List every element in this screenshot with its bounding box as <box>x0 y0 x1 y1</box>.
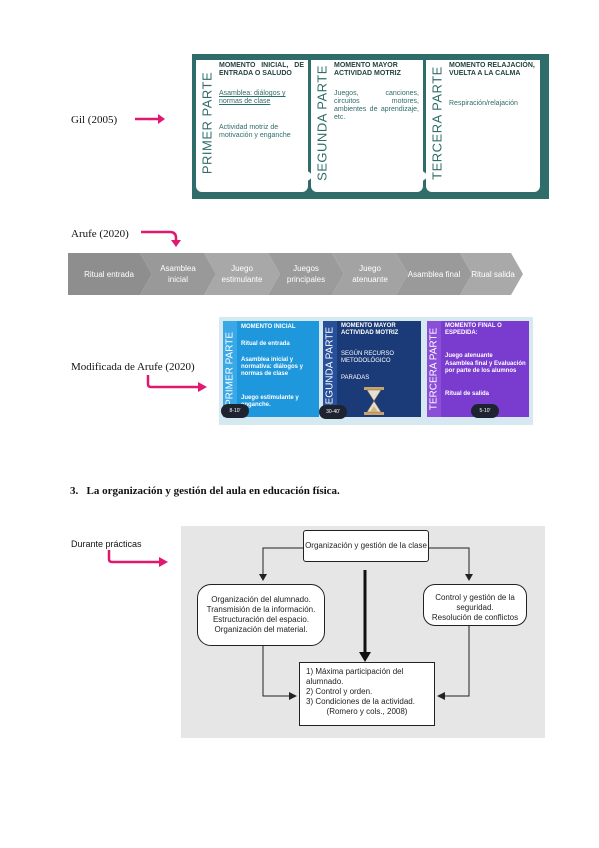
gil-part-1-line-1: Asamblea: diálogos y normas de clase <box>219 90 286 105</box>
chevron-shape-2 <box>140 253 216 295</box>
chevron-label-6: Asamblea final <box>407 269 461 279</box>
gil-part-1-line-2: Actividad motriz de motivación y enganch… <box>219 124 291 139</box>
flow-top-label: Organización y gestión de la clase <box>305 541 427 550</box>
label-durante: Durante prácticas <box>71 539 142 549</box>
chevron-right-icon <box>304 168 314 184</box>
flow-left-line-3: Estructuración del espacio. <box>212 615 310 624</box>
mod-part-3-line-2: Asamblea final y Evaluación por parte de… <box>445 361 526 374</box>
mod-part-2: SEGUNDA PARTE MOMENTO MAYOR ACTIVIDAD MO… <box>323 321 421 417</box>
mod-part-1-heading: MOMENTO INICIAL <box>241 324 296 330</box>
pink-curved-arrow-icon <box>141 230 181 247</box>
chevron-shape-1 <box>68 253 152 295</box>
flow-citation: (Romero y cols., 2008) <box>326 707 408 716</box>
flow-bottom-line-3: 3) Condiciones de la actividad. <box>306 697 415 706</box>
mod-part-3: TERCERA PARTE MOMENTO FINAL O ESPEDIDA: … <box>427 321 529 417</box>
pink-curved-arrow-icon <box>107 550 168 567</box>
gil-part-3-line-1: Respiración/relajación <box>449 100 518 107</box>
flow-left-line-4: Organización del material. <box>214 625 308 634</box>
mod-part-2-line-2: PARADAS <box>341 375 370 381</box>
flow-bottom-line-1: 1) Máxima participación del alumnado. <box>306 667 404 686</box>
hourglass-icon <box>364 387 384 415</box>
flow-right-line-2: Resolución de conflictos <box>431 613 519 622</box>
gil-part-1-vertical: PRIMER PARTE <box>199 71 215 175</box>
mod-time-badge-3: 5-10' <box>471 404 499 418</box>
flow-right-line-1: Control y gestión de la seguridad. <box>435 593 515 612</box>
mod-part-1-line-2: Asamblea inicial y normativa: diálogos y… <box>241 357 304 377</box>
mod-part-2-heading: MOMENTO MAYOR ACTIVIDAD MOTRIZ <box>341 323 399 336</box>
flow-bottom-box: 1) Máxima participación del alumnado. 2)… <box>299 662 435 726</box>
label-gil: Gil (2005) <box>71 114 118 126</box>
mod-part-2-vertical: SEGUNDA PARTE <box>323 321 337 417</box>
pink-curved-arrow-icon <box>146 375 207 392</box>
mod-part-1: PRIMER PARTE MOMENTO INICIAL Ritual de e… <box>223 321 319 417</box>
chevron-shape-6 <box>396 253 472 295</box>
gil-part-2: SEGUNDA PARTE MOMENTO MAYOR ACTIVIDAD MO… <box>311 60 423 192</box>
gil-part-2-vertical: SEGUNDA PARTE <box>314 65 330 181</box>
label-modificada: Modificada de Arufe (2020) <box>71 361 195 373</box>
chevron-shape-4 <box>268 253 344 295</box>
label-arufe: Arufe (2020) <box>71 228 129 240</box>
arufe-chevron-shapes <box>68 253 523 295</box>
arufe-chevrons: Ritual entrada Asamblea inicial Juego es… <box>68 253 523 295</box>
chevron-label-4: Juegos principales <box>286 264 326 284</box>
mod-part-1-line-1: Ritual de entrada <box>241 341 290 347</box>
flow-left-line-1: Organización del alumnado. <box>211 595 311 604</box>
section-title: La organización y gestión del aula en ed… <box>86 485 340 497</box>
mod-part-3-heading: MOMENTO FINAL O ESPEDIDA: <box>445 323 502 336</box>
mod-part-1-vertical: PRIMER PARTE <box>223 321 237 417</box>
flow-left-box: Organización del alumnado. Transmisión d… <box>197 584 325 646</box>
mod-part-3-line-3: Ritual de salida <box>445 391 490 397</box>
section-number: 3. <box>70 485 79 497</box>
chevron-label-2: Asamblea inicial <box>160 264 196 284</box>
flow-right-box: Control y gestión de la seguridad. Resol… <box>423 584 527 626</box>
mod-part-1-line-3: Juego estimulante y enganche. <box>241 395 299 408</box>
pink-arrow-icon <box>135 114 165 124</box>
chevron-label-7: Ritual salida <box>471 269 515 279</box>
mod-part-3-vertical: TERCERA PARTE <box>427 321 441 417</box>
chevron-label-1: Ritual entrada <box>84 269 134 279</box>
gil-part-2-line-1: Juegos, canciones, circuitos motores, am… <box>334 90 419 121</box>
mod-time-badge-2: 30-40' <box>319 405 347 419</box>
gil-part-3-vertical: TERCERA PARTE <box>429 66 445 180</box>
chevron-shape-3 <box>204 253 280 295</box>
chevron-label-5: Juego atenuante <box>352 264 388 284</box>
gil-part-3-heading: MOMENTO RELAJACIÓN, VUELTA A LA CALMA <box>449 62 535 77</box>
flow-left-line-2: Transmisión de la información. <box>206 605 316 614</box>
flowchart-connectors <box>259 547 473 700</box>
gil-part-1: PRIMER PARTE MOMENTO INICIAL, DE ENTRADA… <box>196 60 308 192</box>
mod-part-3-line-1: Juego atenuante <box>445 353 493 359</box>
gil-part-3: TERCERA PARTE MOMENTO RELAJACIÓN, VUELTA… <box>426 60 540 192</box>
chevron-shape-5 <box>332 253 408 295</box>
mod-part-2-line-1: SEGÚN RECURSO METODOLÓGICO <box>341 351 395 364</box>
flow-top-box: Organización y gestión de la clase <box>303 530 429 562</box>
mod-figure: PRIMER PARTE MOMENTO INICIAL Ritual de e… <box>219 317 533 425</box>
mod-time-badge-1: 8-10' <box>221 404 249 418</box>
flow-bottom-line-2: 2) Control y orden. <box>306 687 373 696</box>
chevron-shape-7 <box>460 253 523 295</box>
chevron-right-icon <box>419 168 429 184</box>
gil-figure: PRIMER PARTE MOMENTO INICIAL, DE ENTRADA… <box>192 54 549 199</box>
flowchart: Organización y gestión de la clase Organ… <box>181 526 545 738</box>
section-heading: 3. La organización y gestión del aula en… <box>70 485 340 497</box>
chevron-label-3: Juego estimulante <box>221 264 263 284</box>
gil-part-2-heading: MOMENTO MAYOR ACTIVIDAD MOTRIZ <box>334 62 401 77</box>
gil-part-1-heading: MOMENTO INICIAL, DE ENTRADA O SALUDO <box>219 62 304 77</box>
